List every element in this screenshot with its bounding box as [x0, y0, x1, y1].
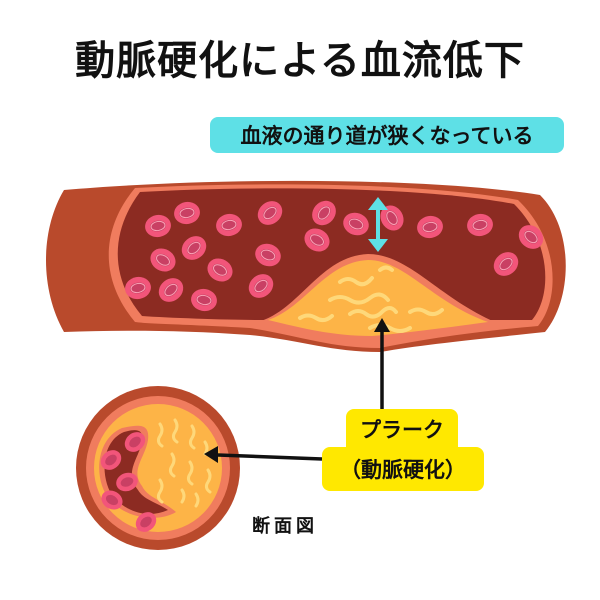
page-title: 動脈硬化による血流低下	[75, 38, 525, 84]
red-blood-cell	[207, 258, 233, 282]
red-blood-cell	[116, 472, 138, 492]
narrowing-double-arrow-icon	[368, 197, 388, 252]
narrowing-callout-text: 血液の通り道が狭くなっている	[240, 124, 534, 148]
cross-section-red-cells	[100, 432, 157, 532]
red-blood-cell	[125, 276, 151, 300]
plaque-callout-line2: （動脈硬化）	[340, 458, 466, 482]
narrowing-callout: 血液の通り道が狭くなっている	[210, 117, 564, 153]
red-blood-cell	[417, 215, 443, 239]
red-blood-cell	[312, 200, 336, 226]
red-blood-cell	[174, 201, 200, 225]
cross-section-streaks	[156, 418, 212, 508]
red-blood-cell	[124, 432, 146, 452]
plaque-fill	[268, 260, 488, 336]
plaque-callout-line1: プラーク	[360, 418, 444, 442]
plaque-callout-bottom: （動脈硬化）	[322, 447, 484, 491]
plaque-callout-top: プラーク	[346, 409, 458, 449]
red-blood-cell	[100, 450, 122, 470]
red-blood-cell	[150, 248, 176, 272]
plaque-streaks	[298, 265, 444, 333]
cross-section-label: 断面図	[252, 516, 318, 537]
red-blood-cell	[518, 225, 544, 249]
red-blood-cell	[343, 212, 369, 236]
cross-section-pointer-arrow-icon	[204, 446, 323, 463]
artery-longitudinal	[46, 180, 566, 352]
red-blood-cell	[493, 252, 519, 276]
red-blood-cell	[248, 274, 274, 298]
red-blood-cell	[181, 236, 207, 260]
red-blood-cells	[125, 200, 544, 312]
red-blood-cell	[158, 278, 184, 302]
red-blood-cell	[216, 213, 242, 237]
red-blood-cell	[135, 512, 157, 532]
plaque-pointer-arrow-icon	[374, 318, 390, 410]
red-blood-cell	[304, 228, 330, 252]
red-blood-cell	[145, 214, 171, 238]
red-blood-cell	[101, 490, 123, 510]
artery-cross-section	[76, 386, 240, 550]
red-blood-cell	[257, 201, 283, 225]
red-blood-cell	[255, 243, 281, 267]
red-blood-cell	[191, 288, 217, 312]
red-blood-cell	[380, 205, 404, 231]
red-blood-cell	[467, 213, 493, 237]
